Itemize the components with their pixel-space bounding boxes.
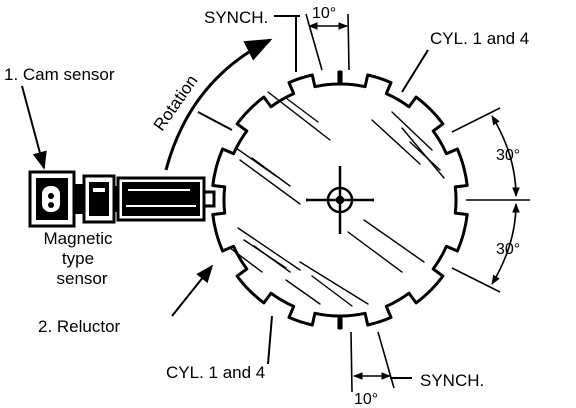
shading-stroke <box>391 111 433 151</box>
cam-sensor-label: 1. Cam sensor <box>4 65 115 84</box>
magnetic-label-line2: type <box>62 249 94 268</box>
reluctor-wheel <box>211 70 469 330</box>
shading-stroke <box>285 279 321 305</box>
cyl-top-label: CYL. 1 and 4 <box>430 29 529 48</box>
wheel-shading <box>229 91 445 307</box>
rotation-label: Rotation <box>150 72 202 135</box>
angle-right-upper-label: 30° <box>496 147 520 164</box>
synch-bottom-label: SYNCH. <box>420 371 484 390</box>
angle-right-dimension <box>451 107 530 293</box>
shading-stroke <box>285 97 319 123</box>
angle-bottom-dimension <box>350 331 395 393</box>
shading-stroke <box>299 261 369 305</box>
shading-stroke <box>311 275 353 307</box>
shading-stroke <box>371 119 421 165</box>
shading-stroke <box>409 141 441 171</box>
synch-top-label: SYNCH. <box>204 8 268 27</box>
shading-stroke <box>229 247 263 273</box>
magnetic-label-line3: sensor <box>56 269 107 288</box>
shading-stroke <box>239 159 301 205</box>
reluctor-label: 2. Reluctor <box>38 317 121 336</box>
shading-stroke <box>237 227 301 271</box>
leader-lines <box>21 15 429 379</box>
shading-stroke <box>347 231 403 273</box>
wheel-center-mark <box>306 166 374 234</box>
rotation-arrow <box>164 38 273 171</box>
magnetic-sensor <box>28 170 216 228</box>
shading-stroke <box>253 245 291 273</box>
shading-stroke <box>251 157 291 187</box>
shading-stroke <box>363 219 425 263</box>
angle-right-lower-label: 30° <box>496 241 520 258</box>
shading-stroke <box>267 91 331 141</box>
angle-top-label: 10° <box>312 5 336 22</box>
shading-stroke <box>401 127 445 179</box>
angle-top-dimension <box>305 13 350 71</box>
magnetic-label-line1: Magnetic <box>44 229 113 248</box>
angle-bottom-label: 10° <box>354 391 378 408</box>
cyl-bottom-label: CYL. 1 and 4 <box>166 363 265 382</box>
